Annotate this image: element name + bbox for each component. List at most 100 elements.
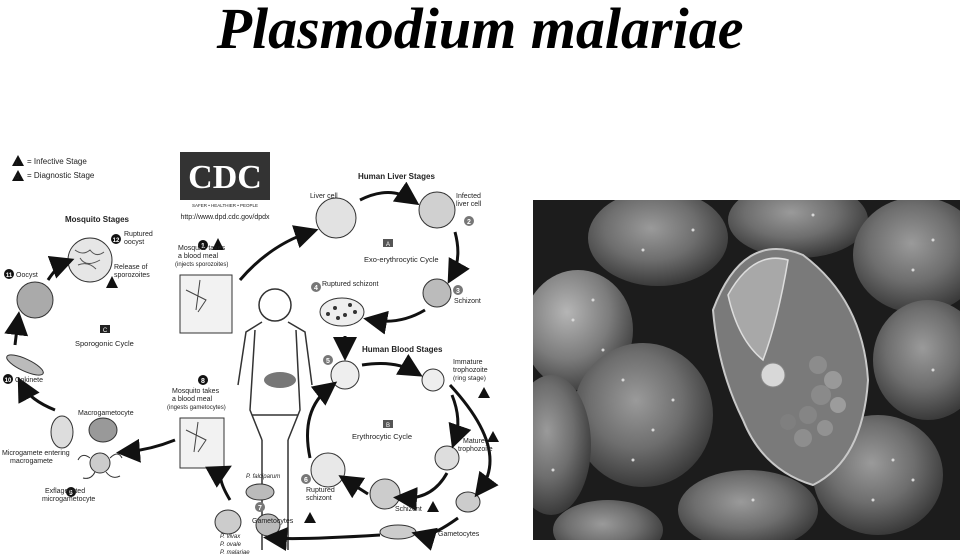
ruptured-blood-schizont-cell	[310, 452, 346, 488]
label-p-ovale: P. ovale	[220, 542, 242, 548]
svg-text:11: 11	[6, 273, 13, 279]
label-meal1-3: (injects sporozoites)	[175, 262, 228, 268]
label-sporogonic-cycle: Sporogonic Cycle	[75, 339, 134, 348]
label-mature-1: Mature	[463, 438, 485, 445]
label-meal2-2: a blood meal	[172, 396, 213, 403]
legend-infective: = Infective Stage	[27, 157, 87, 166]
svg-text:A: A	[386, 242, 390, 248]
legend: i = Infective Stage d = Diagnostic Stage	[12, 155, 95, 181]
liver-schizont-cell	[422, 278, 452, 308]
gametocyte-right-cell	[455, 491, 481, 513]
svg-text:4: 4	[314, 285, 318, 292]
step-9: 9	[66, 487, 76, 497]
gametocyte-bottom-cell	[379, 524, 417, 540]
label-immature-3: (ring stage)	[453, 375, 486, 382]
ookinete-cell	[6, 354, 44, 376]
liver-icon	[264, 372, 296, 388]
box-c: C	[100, 325, 110, 334]
label-ruptured-blood-1: Ruptured	[306, 487, 335, 494]
step-8: 8	[198, 375, 208, 385]
ruptured-oocyst-cell	[67, 237, 113, 283]
mosquito-bite-panel-2	[179, 417, 225, 469]
label-p-vivax: P. vivax	[220, 534, 241, 540]
diagnostic-triangle-icon-gametocytes	[304, 512, 316, 523]
svg-text:C: C	[103, 328, 108, 334]
step-12: 12	[111, 234, 121, 244]
label-immature-1: Immature	[453, 359, 483, 366]
label-microgamete-1: Microgamete entering	[2, 450, 70, 457]
label-mature-2: trophozoite	[458, 446, 493, 453]
diagnostic-triangle-icon-schizont	[427, 501, 439, 512]
label-ookinete: Ookinete	[15, 377, 43, 384]
diagnostic-triangle-icon-ring	[478, 387, 490, 398]
cycle-arrows	[4, 181, 499, 552]
svg-text:10: 10	[5, 378, 12, 384]
label-release-2: sporozoites	[114, 272, 150, 279]
step-7: 7	[255, 502, 265, 512]
label-ruptured-oocyst-2: oocyst	[124, 239, 144, 246]
lifecycle-diagram: i = Infective Stage d = Diagnostic Stage…	[2, 152, 499, 556]
cdc-tagline: SAFER • HEALTHIER • PEOPLE	[192, 203, 258, 208]
label-liver-schizont: Schizont	[454, 298, 481, 305]
label-liver-cell: Liver cell	[310, 193, 338, 200]
label-infected-2: liver cell	[456, 201, 482, 208]
heading-mosquito-stages: Mosquito Stages	[65, 215, 130, 224]
infective-letter: i	[16, 160, 18, 167]
ruptured-liver-schizont	[319, 297, 365, 327]
infected-rbc	[711, 248, 870, 487]
gametocyte-vivax-cell	[214, 509, 242, 535]
label-p-malariae: P. malariae	[220, 550, 250, 556]
immature-trophozoite-cell	[421, 368, 445, 392]
gametocyte-falciparum-cell	[245, 483, 275, 501]
step-5: 5	[323, 355, 333, 365]
label-immature-2: trophozoite	[453, 367, 488, 374]
rbc-2	[728, 200, 868, 258]
oocyst-cell	[16, 281, 54, 319]
infected-liver-cell	[418, 191, 456, 229]
label-gametocytes-right: Gametocytes	[438, 531, 480, 538]
svg-text:12: 12	[113, 238, 120, 244]
diagnostic-triangle-icon-mature	[487, 431, 499, 442]
label-gametocytes-left: Gametocytes	[252, 518, 294, 525]
step-10: 10	[3, 374, 13, 384]
rbc-10	[553, 500, 663, 540]
label-release-1: Release of	[114, 264, 148, 271]
step-6: 6	[301, 474, 311, 484]
step-1: 1	[198, 240, 208, 250]
svg-text:1: 1	[201, 243, 205, 250]
step-4: 4	[311, 282, 321, 292]
svg-text:9: 9	[69, 490, 73, 497]
exflagellated-cell	[77, 452, 123, 479]
surface-speckles	[551, 213, 935, 502]
diagnostic-letter: d	[15, 174, 19, 181]
infective-triangle-icon-release	[106, 276, 118, 288]
label-meal2-3: (ingests gametocytes)	[167, 405, 226, 411]
infective-triangle-icon-step1	[212, 238, 224, 250]
label-ruptured-blood-2: schizont	[306, 495, 332, 502]
box-a: A	[383, 239, 393, 248]
rbc-5	[573, 343, 713, 487]
label-erythrocytic-cycle: Erythrocytic Cycle	[352, 432, 412, 441]
label-meal1-2: a blood meal	[178, 253, 219, 260]
rbc-8	[678, 470, 818, 540]
liver-cell	[315, 197, 357, 239]
macrogametocyte-cell	[88, 417, 118, 443]
heading-blood-stages: Human Blood Stages	[362, 345, 443, 354]
rbc-1	[588, 200, 728, 286]
label-microgamete-2: macrogamete	[10, 458, 53, 465]
microgamete-cell	[50, 415, 74, 449]
svg-text:3: 3	[456, 288, 460, 295]
label-infected-1: Infected	[456, 193, 481, 200]
label-meal1-1: Mosquito takes	[178, 245, 226, 252]
cdc-url: http://www.dpd.cdc.gov/dpdx	[180, 214, 270, 221]
rbc-6	[533, 375, 591, 515]
mosquito-bite-panel-1	[179, 274, 233, 334]
rbc-3	[853, 200, 960, 313]
page-title: Plasmodium malariae	[216, 0, 744, 61]
cdc-logo: CDC SAFER • HEALTHIER • PEOPLE	[180, 152, 270, 208]
label-meal2-1: Mosquito takes	[172, 388, 220, 395]
step-2: 2	[464, 216, 474, 226]
label-exo-cycle: Exo-erythrocytic Cycle	[364, 255, 439, 264]
svg-text:8: 8	[201, 378, 205, 385]
svg-text:6: 6	[304, 477, 308, 484]
